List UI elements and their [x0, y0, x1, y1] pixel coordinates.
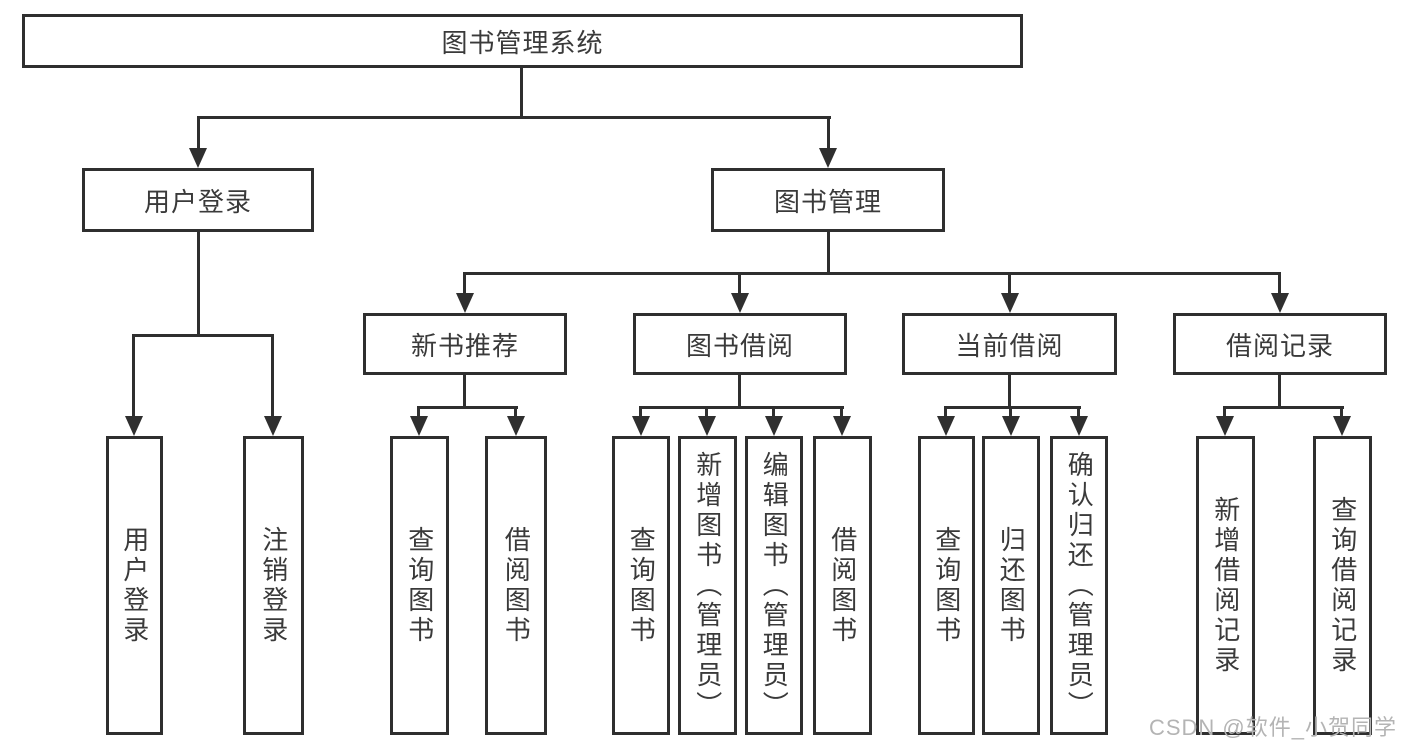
- connector-line: [1278, 275, 1281, 295]
- arrowhead: [632, 416, 650, 436]
- arrowhead: [937, 416, 955, 436]
- connector-line: [1008, 375, 1011, 408]
- connector-line: [1008, 275, 1011, 295]
- arrowhead: [189, 148, 207, 168]
- node-borrow-records: 借阅记录: [1173, 313, 1387, 375]
- leaf-borrow-books: 借阅图书: [813, 436, 872, 735]
- connector-line: [132, 337, 135, 417]
- connector-line: [520, 68, 523, 119]
- arrowhead: [1333, 416, 1351, 436]
- watermark: CSDN @软件_小贺同学: [1148, 715, 1397, 740]
- arrowhead: [1216, 416, 1234, 436]
- leaf-borrow-books-recommend: 借阅图书: [485, 436, 547, 735]
- connector-line: [463, 272, 1281, 275]
- connector-line: [738, 275, 741, 295]
- arrowhead: [698, 416, 716, 436]
- node-book-borrow: 图书借阅: [633, 313, 847, 375]
- arrowhead: [125, 416, 143, 436]
- connector-line: [1223, 409, 1226, 418]
- leaf-add-books-admin: 新增图书（管理员）: [678, 436, 737, 735]
- connector-line: [639, 406, 844, 409]
- connector-line: [827, 232, 830, 274]
- connector-line: [132, 334, 274, 337]
- connector-line: [639, 409, 642, 418]
- arrowhead: [1002, 416, 1020, 436]
- leaf-confirm-return-admin: 确认归还（管理员）: [1050, 436, 1108, 735]
- connector-line: [417, 409, 420, 418]
- connector-line: [1340, 409, 1343, 418]
- connector-line: [197, 232, 200, 336]
- connector-line: [1009, 409, 1012, 418]
- node-new-book-recommend: 新书推荐: [363, 313, 567, 375]
- connector-line: [463, 275, 466, 295]
- connector-line: [197, 119, 200, 150]
- leaf-edit-books-admin: 编辑图书（管理员）: [745, 436, 803, 735]
- leaf-logout: 注销登录: [243, 436, 304, 735]
- leaf-query-books-recommend: 查询图书: [390, 436, 449, 735]
- arrowhead: [507, 416, 525, 436]
- connector-line: [944, 406, 1081, 409]
- node-root: 图书管理系统: [22, 14, 1023, 68]
- connector-line: [738, 375, 741, 408]
- connector-line: [840, 409, 843, 418]
- arrowhead: [410, 416, 428, 436]
- leaf-query-borrow-record: 查询借阅记录: [1313, 436, 1372, 735]
- connector-line: [944, 409, 947, 418]
- leaf-add-borrow-record: 新增借阅记录: [1196, 436, 1255, 735]
- arrowhead: [765, 416, 783, 436]
- node-user-login: 用户登录: [82, 168, 314, 232]
- connector-line: [271, 337, 274, 417]
- arrowhead: [731, 293, 749, 313]
- leaf-user-login: 用户登录: [106, 436, 163, 735]
- connector-line: [463, 375, 466, 408]
- node-book-management: 图书管理: [711, 168, 945, 232]
- connector-line: [1077, 409, 1080, 418]
- leaf-query-books-current: 查询图书: [918, 436, 975, 735]
- arrowhead: [1001, 293, 1019, 313]
- arrowhead: [1271, 293, 1289, 313]
- connector-line: [197, 116, 831, 119]
- connector-line: [1223, 406, 1344, 409]
- arrowhead: [264, 416, 282, 436]
- leaf-return-books: 归还图书: [982, 436, 1040, 735]
- connector-line: [827, 119, 830, 150]
- leaf-query-books-borrow: 查询图书: [612, 436, 670, 735]
- connector-line: [417, 406, 518, 409]
- arrowhead: [456, 293, 474, 313]
- connector-line: [772, 409, 775, 418]
- node-current-borrow: 当前借阅: [902, 313, 1117, 375]
- connector-line: [514, 409, 517, 418]
- arrowhead: [819, 148, 837, 168]
- connector-line: [705, 409, 708, 418]
- arrowhead: [1070, 416, 1088, 436]
- arrowhead: [833, 416, 851, 436]
- connector-line: [1278, 375, 1281, 408]
